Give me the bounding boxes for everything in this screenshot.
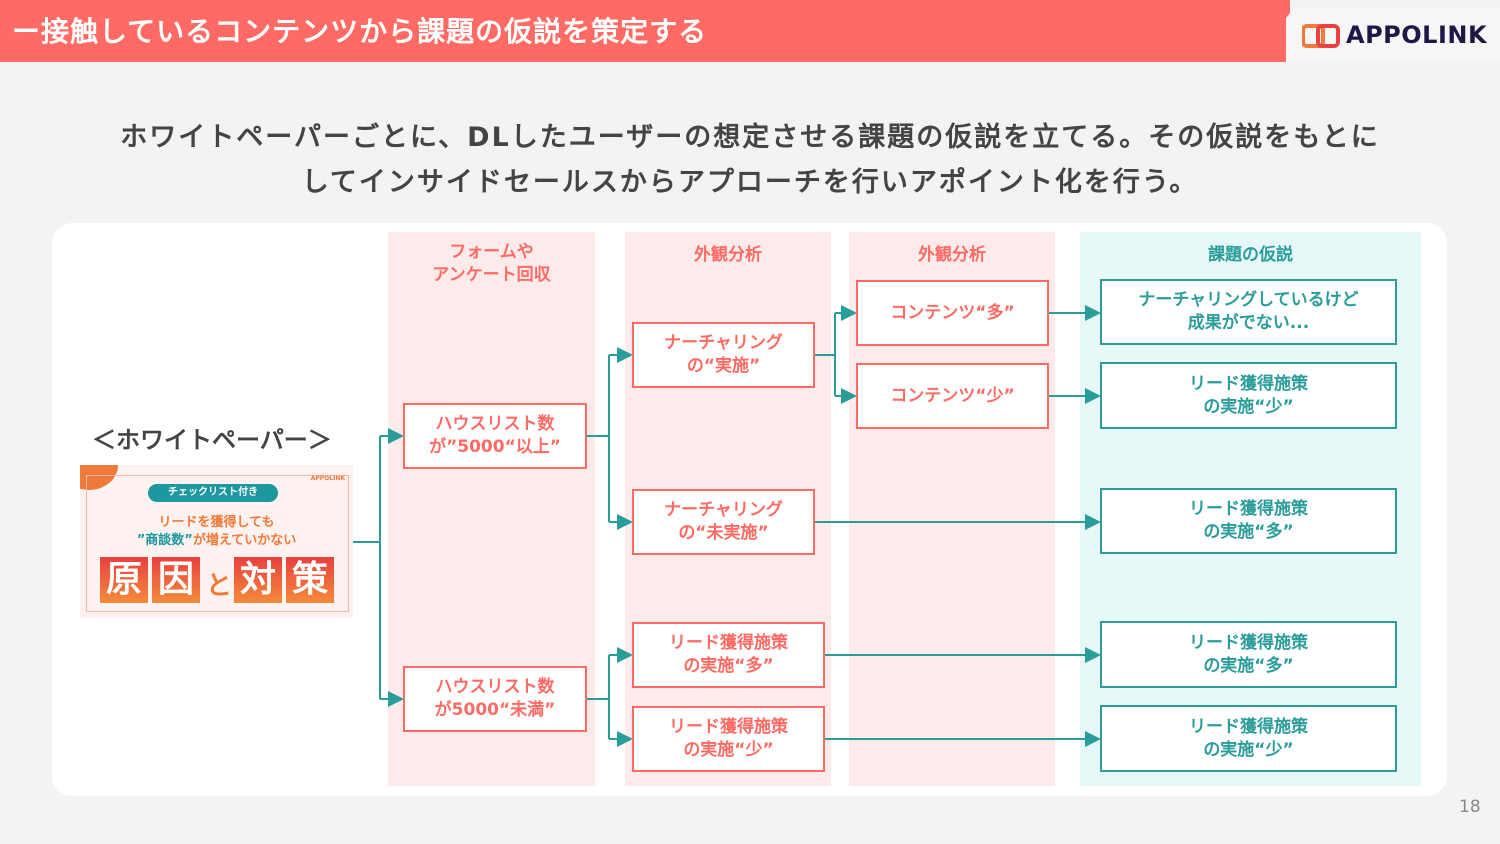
- thumb-char: 策: [286, 557, 334, 603]
- subtitle-line-1: ホワイトペーパーごとに、DLしたユーザーの想定させる課題の仮説を立てる。その仮説…: [120, 122, 1380, 153]
- thumb-line-2: ”商談数”が増えていかない: [136, 533, 297, 548]
- column-header: 外観分析: [918, 245, 986, 265]
- page-title: ー接触しているコンテンツから課題の仮説を策定する: [12, 15, 708, 48]
- box-houselist-under-5000: ハウスリスト数 が5000“未満”: [403, 666, 587, 732]
- box-lead-many: リード獲得施策 の実施“多”: [632, 622, 825, 688]
- thumb-char: 原: [100, 557, 148, 603]
- hypothesis-box: リード獲得施策 の実施“多”: [1100, 621, 1397, 688]
- hypothesis-box: ナーチャリングしているけど 成果がでない...: [1100, 279, 1397, 345]
- header-bar: ー接触しているコンテンツから課題の仮説を策定する: [0, 0, 1290, 62]
- brand-logo: APPOLINK: [1286, 8, 1500, 62]
- box-lead-few: リード獲得施策 の実施“少”: [632, 706, 825, 772]
- box-content-few: コンテンツ“少”: [856, 363, 1049, 429]
- thumb-to: と: [206, 571, 233, 601]
- column-header: フォームや アンケート回収: [432, 242, 551, 285]
- hypothesis-box: リード獲得施策 の実施“少”: [1100, 362, 1397, 429]
- box-nurturing-done: ナーチャリング の“実施”: [632, 322, 815, 388]
- thumb-frame: [86, 475, 349, 612]
- logo-text: APPOLINK: [1346, 21, 1488, 49]
- box-nurturing-not-done: ナーチャリング の“未実施”: [632, 489, 815, 555]
- page-number: 18: [1459, 797, 1481, 817]
- box-content-many: コンテンツ“多”: [856, 280, 1049, 346]
- logo-mark-icon: [1302, 24, 1340, 48]
- box-houselist-over-5000: ハウスリスト数 が”5000“以上”: [403, 403, 587, 469]
- column-header: 外観分析: [694, 245, 762, 265]
- hypothesis-box: リード獲得施策 の実施“少”: [1100, 705, 1397, 772]
- whitepaper-label: ＜ホワイトペーパー＞: [92, 426, 332, 454]
- whitepaper-thumbnail[interactable]: APPOLINK チェックリスト付き リードを獲得しても ”商談数”が増えていか…: [80, 465, 353, 618]
- thumb-char: 因: [152, 557, 200, 603]
- checklist-badge: チェックリスト付き: [148, 484, 278, 502]
- hypothesis-box: リード獲得施策 の実施“多”: [1100, 488, 1397, 554]
- subtitle-line-2: してインサイドセールスからアプローチを行いアポイント化を行う。: [301, 167, 1199, 198]
- thumb-char: 対: [234, 557, 282, 603]
- column-header: 課題の仮説: [1208, 245, 1293, 265]
- thumb-logo: APPOLINK: [310, 475, 345, 482]
- thumb-line-1: リードを獲得しても: [158, 515, 275, 530]
